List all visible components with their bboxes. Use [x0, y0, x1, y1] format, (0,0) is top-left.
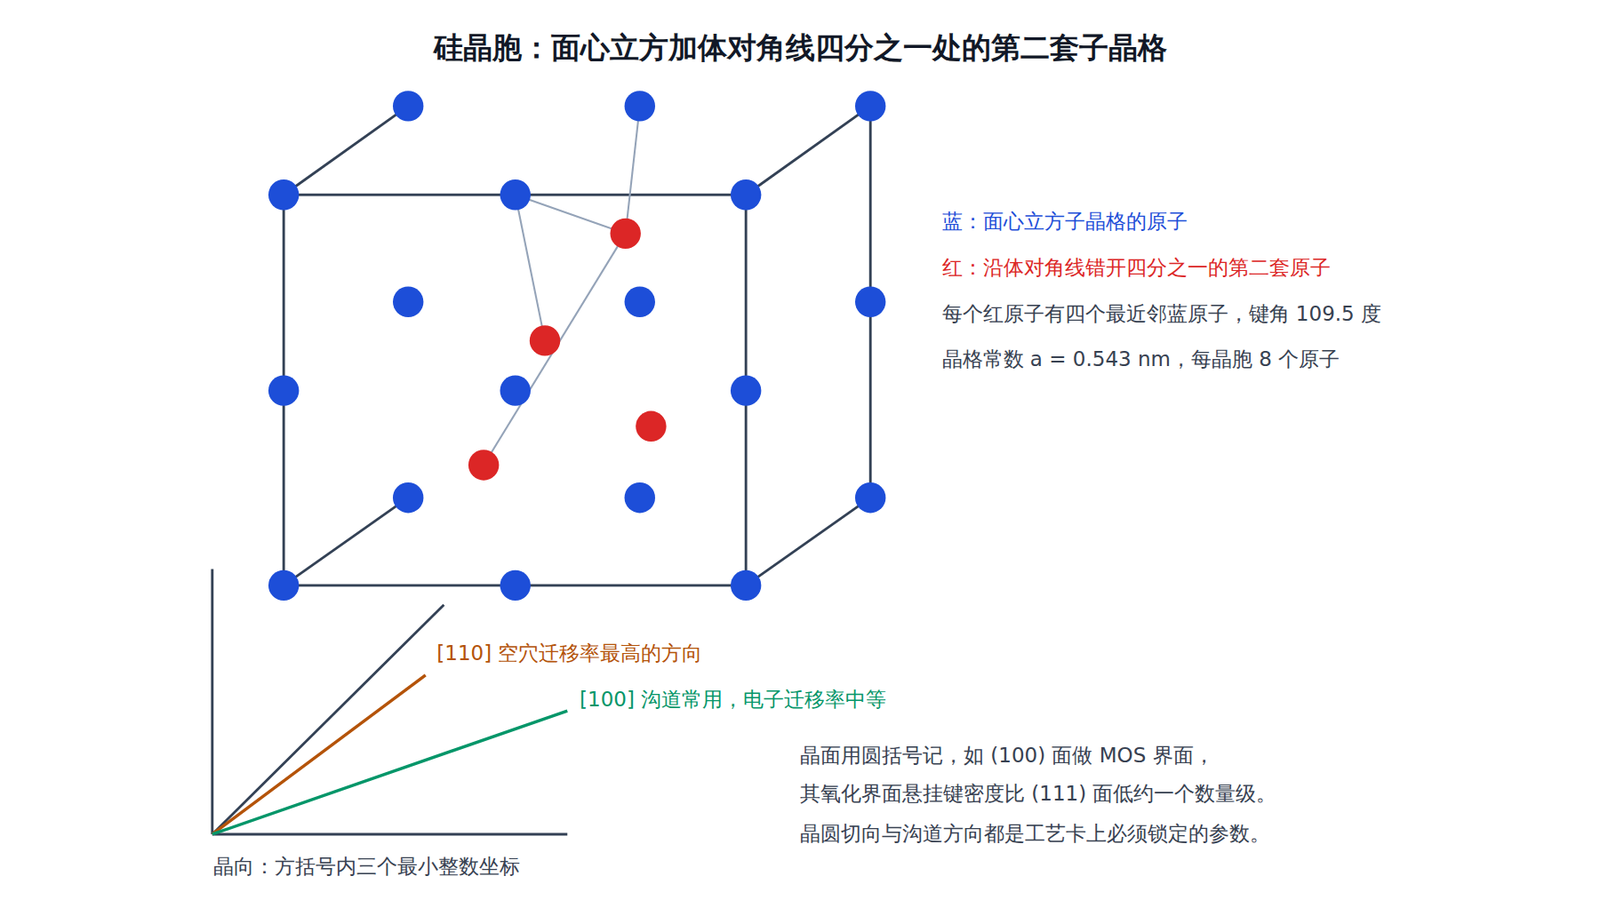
fact-note: 每个红原子有四个最近邻蓝原子，键角 109.5 度 [942, 302, 1382, 328]
plane-note: 晶面用圆括号记，如 (100) 面做 MOS 界面， [800, 744, 1215, 769]
cube-edges [283, 105, 871, 586]
legend-note: 蓝：面心立方子晶格的原子 [942, 209, 1188, 235]
plane-note: 其氧化界面悬挂键密度比 (111) 面低约一个数量级。 [800, 782, 1277, 808]
direction-label: [100] 沟道常用，电子迁移率中等 [579, 688, 887, 713]
fcc-atoms [268, 90, 886, 601]
axis-caption: 晶向：方括号内三个最小整数坐标 [213, 855, 520, 880]
bond-lines [483, 105, 640, 465]
fact-note: 晶格常数 a = 0.543 nm，每晶胞 8 个原子 [942, 347, 1341, 373]
direction-axes [212, 569, 568, 835]
legend-note: 红：沿体对角线错开四分之一的第二套原子 [942, 256, 1331, 281]
plane-note: 晶圆切向与沟道方向都是工艺卡上必须锁定的参数。 [800, 822, 1271, 848]
second-sublattice-atoms [468, 218, 667, 481]
direction-label: [110] 空穴迁移率最高的方向 [436, 641, 703, 667]
title: 硅晶胞：面心立方加体对角线四分之一处的第二套子晶格 [433, 27, 1168, 68]
